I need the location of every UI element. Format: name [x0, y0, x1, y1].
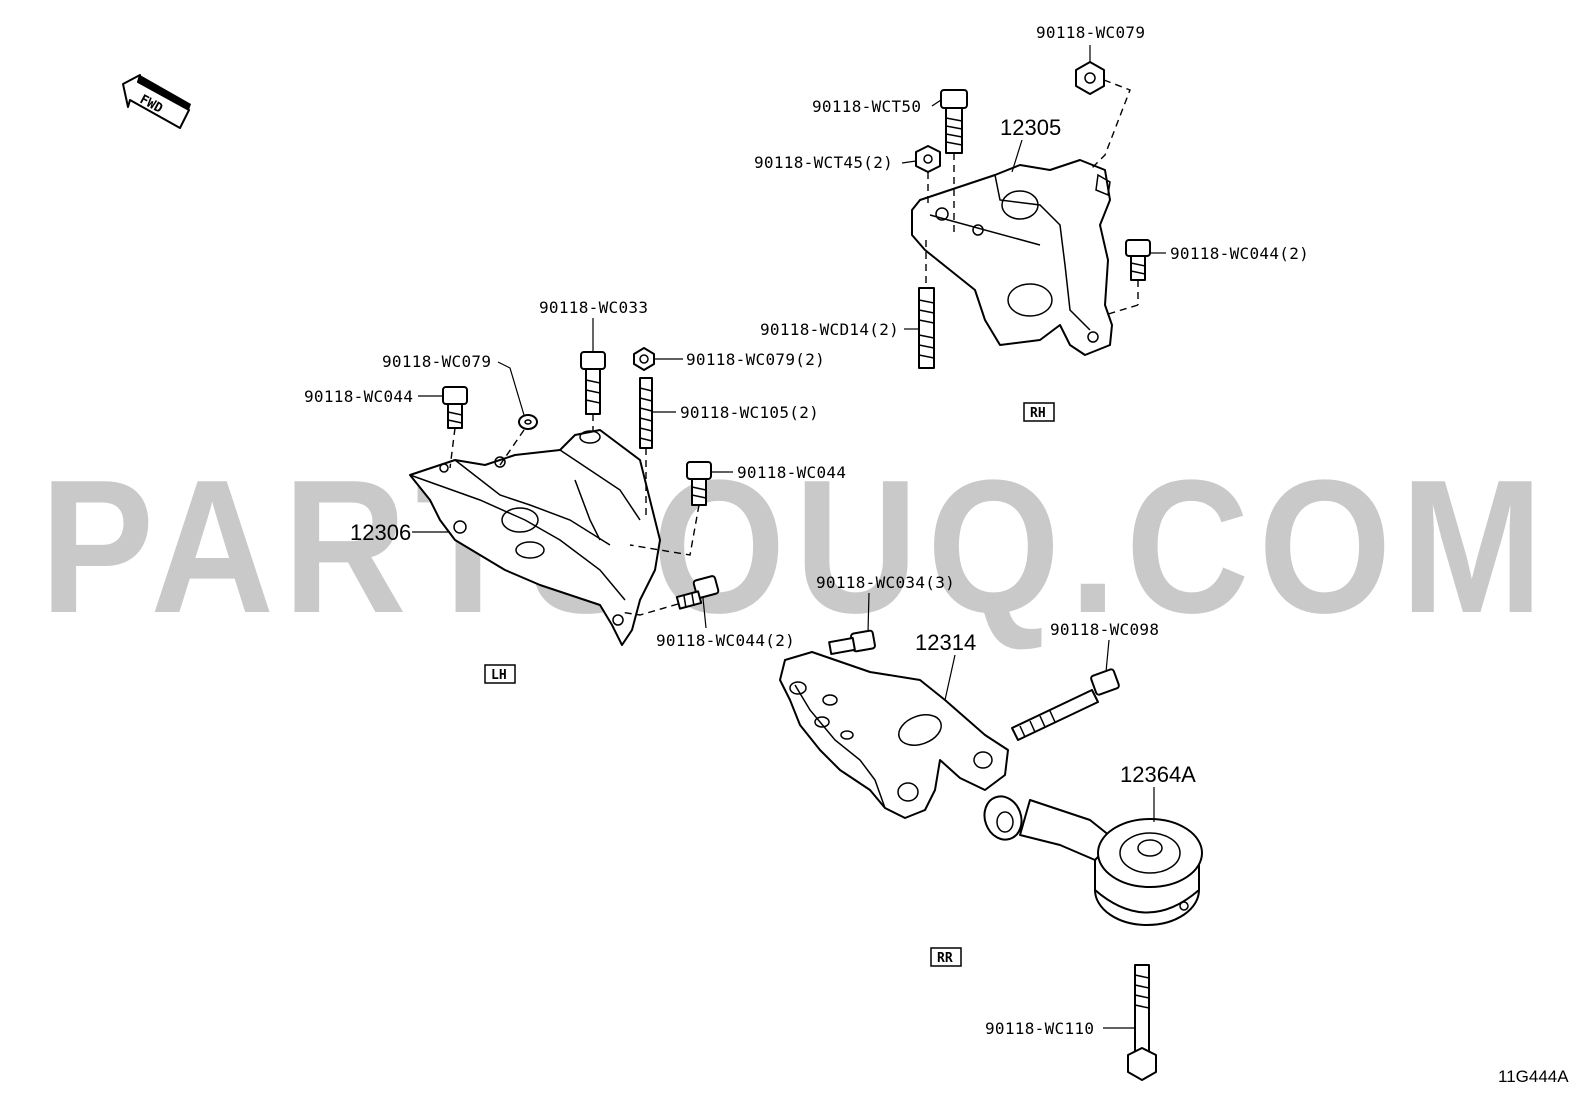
label-rh-stud-d14: 90118-WCD14(2): [760, 320, 899, 339]
svg-text:LH: LH: [491, 668, 507, 683]
label-lh-nut-wc079: 90118-WC079: [382, 352, 491, 371]
view-tag-rr: RR: [930, 947, 962, 967]
label-part-12305: 12305: [1000, 115, 1061, 140]
view-tag-lh: LH: [484, 664, 516, 684]
rh-stud-d14-icon: [918, 287, 935, 369]
engine-mount-lh-icon: [409, 429, 661, 646]
label-lh-nut-wc079-2: 90118-WC079(2): [686, 350, 825, 369]
svg-text:RR: RR: [937, 951, 953, 966]
rh-bolt-t50-icon: [940, 89, 968, 154]
rr-bolt-wc034-icon: [828, 629, 876, 655]
label-lh-bolt-wc044-2: 90118-WC044(2): [656, 631, 795, 650]
view-tag-rh: RH: [1023, 402, 1055, 422]
diagram-code: 11G444A: [1498, 1067, 1569, 1086]
label-part-12306: 12306: [350, 520, 411, 545]
rh-nut-t45-icon: [915, 145, 941, 173]
lh-mount-group: 90118-WC033 90118-WC079 90118-WC044 9011…: [304, 298, 846, 684]
label-lh-stud-wc105: 90118-WC105(2): [680, 403, 819, 422]
engine-mount-rh-icon: [911, 159, 1113, 356]
watermark: PARTSOUQ.COM: [40, 441, 1552, 653]
fwd-arrow-icon: FWD: [122, 74, 191, 129]
lh-bolt-wc044-2-icon: [675, 575, 720, 610]
label-rr-bolt-wc034: 90118-WC034(3): [816, 573, 955, 592]
lh-stud-wc105-icon: [639, 377, 653, 449]
label-lh-bolt-wc044-right: 90118-WC044: [737, 463, 846, 482]
label-part-12364a: 12364A: [1120, 762, 1196, 787]
label-rh-bolt-wc044-2: 90118-WC044(2): [1170, 244, 1309, 263]
rh-nut-top-icon: [1075, 61, 1105, 95]
label-rh-bolt-t50: 90118-WCT50: [812, 97, 921, 116]
lh-bolt-wc044-left-icon: [442, 386, 468, 429]
lh-bolt-wc033-icon: [580, 351, 606, 415]
label-rr-bolt-wc110: 90118-WC110: [985, 1019, 1094, 1038]
rr-bolt-wc098-icon: [1011, 668, 1120, 741]
rr-bolt-wc110-icon: [1127, 964, 1157, 1081]
label-lh-bolt-wc033: 90118-WC033: [539, 298, 648, 317]
rr-mount-group: 90118-WC034(3) 12314 90118-WC098 12364A …: [779, 573, 1203, 1081]
label-part-12314: 12314: [915, 630, 976, 655]
rh-bolt-wc044-icon: [1125, 239, 1151, 281]
rear-mount-bracket-icon: [779, 651, 1009, 819]
lh-nut-wc079-icon: [518, 414, 538, 430]
label-rh-nut-t45: 90118-WCT45(2): [754, 153, 893, 172]
lh-nut-wc079-2-icon: [633, 347, 655, 371]
label-lh-bolt-wc044-left: 90118-WC044: [304, 387, 413, 406]
svg-text:RH: RH: [1030, 406, 1046, 421]
label-rh-nut-top: 90118-WC079: [1036, 23, 1145, 42]
label-rr-bolt-wc098: 90118-WC098: [1050, 620, 1159, 639]
rh-mount-group: 90118-WC079 90118-WCT50 90118-WCT45(2) 1…: [754, 23, 1309, 422]
rear-torque-rod-icon: [983, 795, 1203, 926]
